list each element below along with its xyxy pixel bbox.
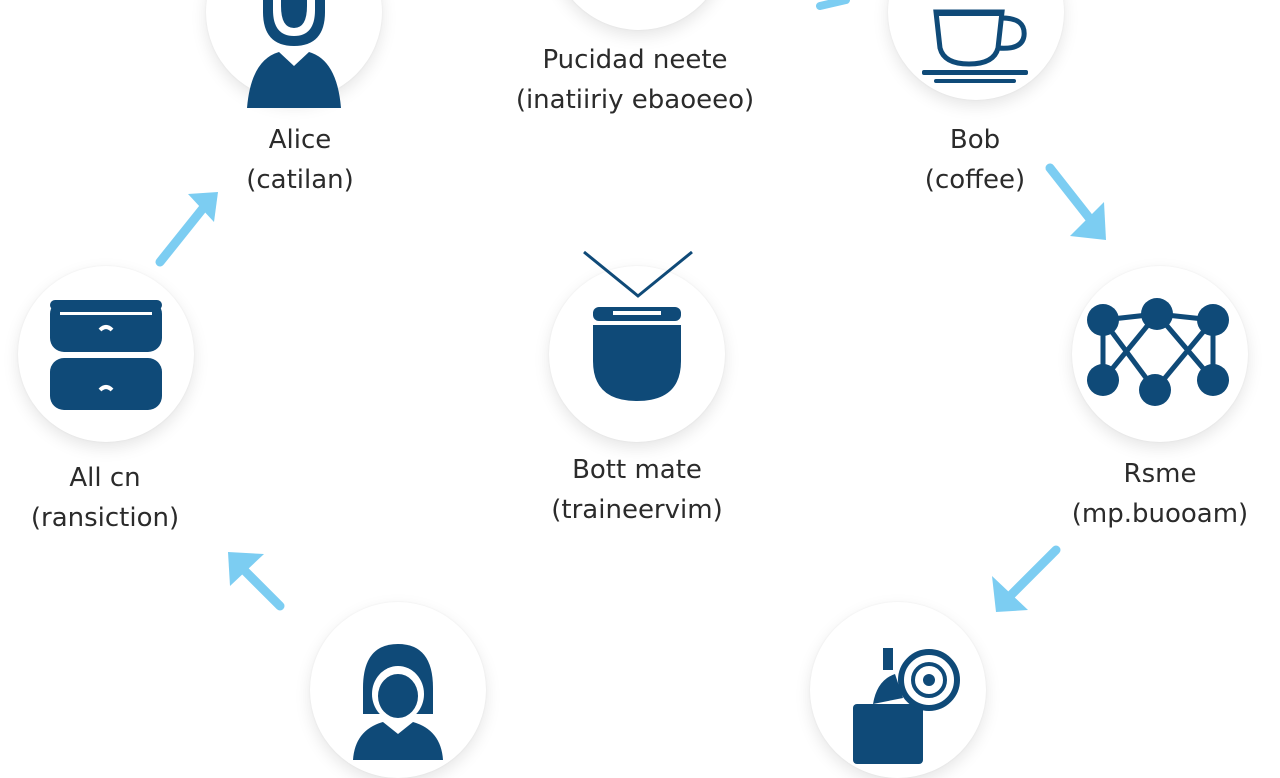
top-center-sub: (inatiiriy ebaoeeo): [515, 85, 755, 115]
coffee-cup-icon: [922, 9, 1028, 83]
person-icon: [353, 644, 443, 760]
bob-name: Bob: [949, 125, 1001, 155]
right-node[interactable]: [1072, 266, 1248, 442]
center-label: Bott mate (traineervim): [512, 450, 762, 530]
alice-sub: (catilan): [246, 165, 354, 195]
center-name: Bott mate: [572, 455, 702, 485]
alice-name: Alice: [268, 125, 332, 155]
arrow-down-left-icon: [992, 545, 1061, 612]
bob-sub: (coffee): [924, 165, 1026, 195]
right-name: Rsme: [1123, 459, 1197, 489]
center-chevron-icon: [583, 250, 693, 298]
arrow-up-left-icon: [228, 552, 285, 611]
bob-node[interactable]: [888, 0, 1064, 100]
left-node[interactable]: [18, 266, 194, 442]
right-sub: (mp.buooam): [1071, 499, 1249, 529]
database-icon: [50, 300, 162, 410]
top-center-node: [551, 0, 727, 30]
bottom-right-node[interactable]: [810, 602, 986, 778]
network-icon: [1087, 298, 1229, 406]
alice-node[interactable]: [206, 0, 382, 108]
left-sub: (ransiction): [30, 503, 180, 533]
pot-icon: [593, 307, 681, 401]
center-sub: (traineervim): [551, 495, 723, 525]
machine-icon: [853, 648, 960, 764]
right-label: Rsme (mp.buooam): [1050, 454, 1270, 534]
left-name: All cn: [69, 463, 141, 493]
bob-label: Bob (coffee): [875, 120, 1075, 200]
arrow-up-right-icon: [155, 192, 218, 267]
arrow-top-right-partial-icon: [816, 0, 850, 10]
left-label: All cn (ransiction): [0, 458, 210, 538]
bottom-left-node[interactable]: [310, 602, 486, 778]
alice-label: Alice (catilan): [200, 120, 400, 200]
person-icon: [247, 0, 341, 108]
top-center-label: Pucidad neete (inatiiriy ebaoeeo): [470, 40, 800, 120]
arrow-down-right-icon: [1045, 163, 1106, 240]
top-center-name: Pucidad neete: [542, 45, 728, 75]
